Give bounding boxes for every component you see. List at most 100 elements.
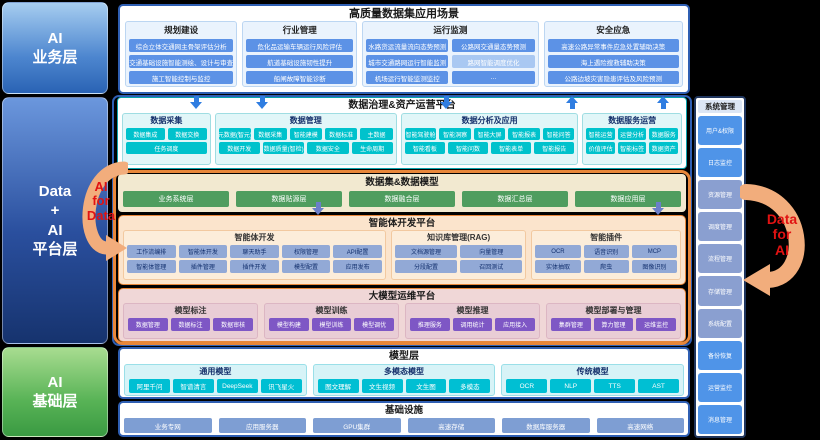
app-item: 交通基础设施智能测绘、设计与审查 <box>129 55 234 68</box>
sys-item: 系统配置 <box>698 308 742 338</box>
layer-ai-foundation: AI 基础层 <box>2 347 108 437</box>
gov-item: 智能报告 <box>534 142 575 154</box>
infrastructure-panel: 基础设施 业务专网 应用服务器 GPU集群 高速存储 数据库服务器 高速网络 <box>118 401 690 437</box>
group-title: 模型训练 <box>315 306 348 315</box>
app-item: 机场运行智能监测监控 <box>366 71 449 84</box>
agent-item: API配置 <box>333 245 382 258</box>
agent-item: 应用发布 <box>333 260 382 273</box>
gov-item: 智能标签 <box>617 142 647 154</box>
app-item: 高速公路异常事件应急处置辅助决策 <box>547 39 680 52</box>
dataset-model-panel: 数据集&数据模型 业务系统层 数据贴源层 数据融合层 数据汇总层 数据应用层 <box>118 174 686 212</box>
gov-item: 数据服务 <box>649 128 678 140</box>
model-item: 文生图 <box>405 379 447 393</box>
llm-item: 推理服务 <box>410 318 450 331</box>
group-title: 通用模型 <box>199 367 232 376</box>
flow-down-arrow-icon <box>312 202 324 215</box>
column-title: 运行监测 <box>433 25 468 35</box>
sys-item: 备份恢复 <box>698 340 742 370</box>
sys-item: 消息管理 <box>698 404 742 434</box>
gov-item: 数据开发 <box>218 142 260 154</box>
gov-item: 智能表单 <box>491 142 532 154</box>
agent-platform-title: 智能体开发平台 <box>368 218 436 229</box>
gov-item: 数据安全 <box>307 142 349 154</box>
app-item: 综合立体交通网主骨架评估分析 <box>129 39 234 52</box>
column-title: 规划建设 <box>164 25 199 35</box>
gov-item: 元数据(智元) <box>218 128 252 140</box>
gov-item: 智能运营 <box>586 128 615 140</box>
llm-item: 数据标注 <box>170 318 211 331</box>
llm-item: 运维监控 <box>636 318 677 331</box>
llm-item: 集群管理 <box>551 318 591 331</box>
app-item: 海上遇险搜救辅助决策 <box>547 55 680 68</box>
app-item: 水路货运流量流向态势预测 <box>366 39 449 52</box>
group-title: 模型部署与管理 <box>585 306 642 315</box>
data-governance-panel: 数据治理&资产运营平台 数据采集 数据集成 数据交换 任务调度 数据管理 元数据… <box>117 97 687 169</box>
agent-item: 插件开发 <box>230 260 279 273</box>
model-item: OCR <box>506 379 548 393</box>
llm-platform-title: 大模型运维平台 <box>368 291 436 302</box>
column-title: 安全应急 <box>596 25 631 35</box>
model-item: DeepSeek <box>216 379 258 393</box>
group-title: 数据采集 <box>150 116 183 125</box>
dataset-item: 数据汇总层 <box>462 191 568 207</box>
system-management-title: 系统管理 <box>698 100 742 113</box>
infrastructure-title: 基础设施 <box>384 405 423 416</box>
group-data-management: 数据管理 元数据(智元) 数据采集 智能建模 数据标准 主数据 数据开发 数据质… <box>214 113 397 165</box>
agent-item: 工作流编排 <box>127 245 176 258</box>
agent-item: OCR <box>535 245 581 258</box>
llm-item: 数据管理 <box>128 318 168 331</box>
dataset-item: 数据应用层 <box>575 191 681 207</box>
app-item: 船闸故障智能诊断 <box>246 71 354 84</box>
group-title: 知识库管理(RAG) <box>427 233 491 242</box>
model-layer-panel: 模型层 通用模型 阿里千问 智谱清言 DeepSeek 讯飞星火 多模态模型 图… <box>118 347 690 399</box>
model-item: 智谱清言 <box>172 379 214 393</box>
model-item: 讯飞星火 <box>260 379 302 393</box>
gov-item: 生命周期 <box>351 142 393 154</box>
system-management-panel: 系统管理 用户&权限 日志监控 资源管理 调度管理 流程管理 存储管理 系统配置… <box>694 96 746 438</box>
llm-item: 模型训练 <box>311 318 352 331</box>
gov-item: 智能看板 <box>404 142 445 154</box>
group-data-service: 数据服务运营 智能运营 运营分析 数据服务 价值评估 智能标签 数据资产 <box>582 113 683 165</box>
model-item: 文生视频 <box>361 379 403 393</box>
sys-item: 用户&权限 <box>698 116 742 146</box>
group-model-train: 模型训练 模型构建 模型训练 模型调优 <box>264 303 399 339</box>
model-layer-title: 模型层 <box>389 351 419 362</box>
gov-item: 智能报表 <box>508 128 540 140</box>
model-item: TTS <box>594 379 636 393</box>
data-for-ai-label: Data for AI <box>766 211 798 258</box>
gov-item: 智能大屏 <box>473 128 506 140</box>
dataset-item: 业务系统层 <box>123 191 229 207</box>
gov-item: 智能问答 <box>542 128 575 140</box>
app-item: 公路边坡灾害隐患评估及风险预测 <box>547 71 680 84</box>
model-item: AST <box>638 379 680 393</box>
app-item: … <box>452 71 535 84</box>
app-item-grid: 水路货运流量流向态势预测 城市交通路网运行智能监测 机场运行智能监测监控 公路网… <box>366 39 535 84</box>
agent-platform-panel: 智能体开发平台 智能体开发 工作流编排 智能体开发 聊天助手 权限管理 API配… <box>118 215 686 285</box>
group-model-label: 模型标注 数据管理 数据标注 数据审核 <box>123 303 258 339</box>
governance-title: 数据治理&资产运营平台 <box>348 100 456 111</box>
agent-item: 图像识别 <box>631 260 677 273</box>
agent-item: 权限管理 <box>281 245 331 258</box>
ai-for-data-arrow-icon <box>82 161 128 261</box>
infra-item: GPU集群 <box>313 418 401 433</box>
group-model-inference: 模型推理 推理服务 调用统计 应用接入 <box>405 303 540 339</box>
infra-item: 业务专网 <box>124 418 212 433</box>
group-title: 智能体开发 <box>234 233 275 242</box>
agent-item: 语音识别 <box>583 245 629 258</box>
ai-for-data-label: AI for Data <box>86 179 116 223</box>
flow-down-arrow-icon <box>256 96 268 109</box>
model-item: NLP <box>550 379 592 393</box>
app-column-safety: 安全应急 高速公路异常事件应急处置辅助决策 海上遇险搜救辅助决策 公路边坡灾害隐… <box>543 21 684 87</box>
group-data-analysis: 数据分析及应用 智能驾驶舱 智能洞察 智能大屏 智能报表 智能问答 智能看板 智… <box>400 113 579 165</box>
model-item: 阿里千问 <box>129 379 170 393</box>
flow-down-arrow-icon <box>190 96 202 109</box>
app-column-planning: 规划建设 综合立体交通网主骨架评估分析 交通基础设施智能测绘、设计与审查 施工智… <box>125 21 238 87</box>
llm-platform-panel: 大模型运维平台 模型标注 数据管理 数据标注 数据审核 模型训练 模型构建 模型… <box>118 288 686 342</box>
governance-groups: 数据采集 数据集成 数据交换 任务调度 数据管理 元数据(智元) 数据采集 智能… <box>122 113 683 165</box>
infra-item: 数据库服务器 <box>502 418 590 433</box>
gov-item: 任务调度 <box>126 142 207 154</box>
group-general-models: 通用模型 阿里千问 智谱清言 DeepSeek 讯飞星火 <box>124 364 307 396</box>
sys-item: 流程管理 <box>698 244 742 274</box>
sys-item: 存储管理 <box>698 276 742 306</box>
